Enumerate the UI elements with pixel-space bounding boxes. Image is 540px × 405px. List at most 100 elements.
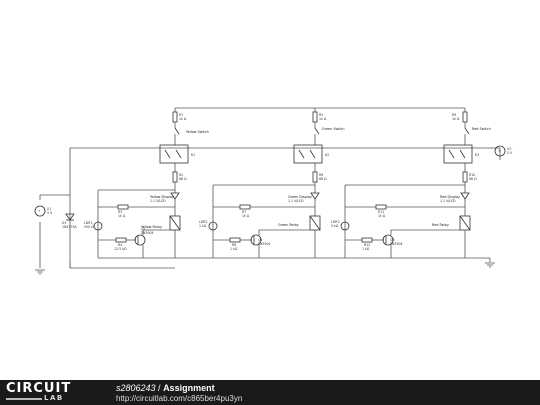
green-base-res-value: 1 kΩ xyxy=(230,247,238,251)
yellow-relay-ref: K1 xyxy=(191,153,195,157)
green-pot-resistor[interactable] xyxy=(239,204,251,210)
red-led-resistor[interactable] xyxy=(462,171,468,183)
green-relay-contact-2 xyxy=(309,149,316,159)
circuitlab-logo-lab: LAB xyxy=(44,394,64,402)
red-switch-res-value: 1k Ω xyxy=(452,117,460,121)
red-pot-value: 1k Ω xyxy=(378,214,386,218)
v1-plus-sign: + xyxy=(38,209,41,213)
yellow-transistor[interactable] xyxy=(134,234,146,246)
red-pot-resistor[interactable] xyxy=(375,204,387,210)
yellow-led-res-value: 68 Ω xyxy=(179,177,187,181)
stage-yellow: R1 1k Ω Yellow Switch K1 R2 68 Ω Yellow … xyxy=(84,108,209,259)
green-relay-coil-diag xyxy=(309,215,321,231)
zener-diode-symbol[interactable] xyxy=(65,213,75,221)
green-ldr-value: 1 kΩ xyxy=(199,224,207,228)
red-switch-resistor[interactable] xyxy=(462,111,468,123)
yellow-display-led[interactable] xyxy=(170,192,180,200)
yellow-led-resistor[interactable] xyxy=(172,171,178,183)
green-switch-symbol[interactable] xyxy=(314,127,320,135)
yellow-transistor-ref: Q1 xyxy=(141,227,146,231)
green-transistor-part: 2N3904 xyxy=(258,242,271,246)
yellow-display-value: 1.1 V/LED xyxy=(150,199,166,203)
v1-value: 5 V xyxy=(47,211,53,215)
yellow-switch-res-ref: R1 xyxy=(179,113,183,117)
yellow-transistor-part: 2N3904 xyxy=(141,231,154,235)
red-relay-k-box[interactable] xyxy=(443,144,473,164)
yellow-base-res-value: 12.5 kΩ xyxy=(114,247,127,251)
green-display-led[interactable] xyxy=(310,192,320,200)
yellow-relay-label: Yellow Relay xyxy=(141,225,162,229)
stage-red: R9 1k Ω Red Switch K3 R10 68 Ω Red Displ… xyxy=(331,108,491,258)
yellow-pot-value: 1k Ω xyxy=(118,214,126,218)
green-led-res-value: 68 Ω xyxy=(319,177,327,181)
yellow-switch-resistor[interactable] xyxy=(172,111,178,123)
red-led-res-value: 68 Ω xyxy=(469,177,477,181)
green-relay-k-box[interactable] xyxy=(293,144,323,164)
red-switch-symbol[interactable] xyxy=(464,127,470,135)
red-relay-coil-diag xyxy=(459,215,471,231)
green-base-resistor[interactable] xyxy=(229,237,241,243)
green-transistor-ref: Q2 xyxy=(258,238,263,242)
red-display-value: 1.1 V/LED xyxy=(440,199,456,203)
schematic-canvas[interactable]: + V1 5 V D1 1N4733A + V2 5 V R1 1k Ω Yel… xyxy=(0,0,540,380)
red-ldr-value: 5 kΩ xyxy=(331,224,339,228)
green-switch-res-value: 1k Ω xyxy=(319,117,327,121)
circuitlab-logo[interactable]: CIRCUIT xyxy=(6,381,72,396)
red-collector-wire xyxy=(390,229,465,235)
green-pot-value: 1k Ω xyxy=(242,214,250,218)
green-switch-res-ref: R5 xyxy=(319,113,323,117)
yellow-ldr-symbol[interactable] xyxy=(93,221,103,231)
red-relay-contact-1 xyxy=(448,149,455,159)
green-ldr-symbol[interactable] xyxy=(208,221,218,231)
red-switch-label: Red Switch xyxy=(472,127,491,131)
red-base-res-ref: R12 xyxy=(364,243,370,247)
red-transistor[interactable] xyxy=(382,234,394,246)
red-relay-contact-2 xyxy=(459,149,466,159)
red-relay-ref: K3 xyxy=(475,153,479,157)
v2-ref: V2 xyxy=(507,147,511,151)
yellow-relay-contact-1 xyxy=(164,149,171,159)
red-display-led[interactable] xyxy=(460,192,470,200)
red-display-label: Red Display xyxy=(440,195,460,199)
yellow-base-resistor[interactable] xyxy=(115,237,127,243)
circuit-url-link[interactable]: http://circuitlab.com/c865ber4pu3yn xyxy=(116,394,243,403)
v2-plus-sign: + xyxy=(498,149,501,153)
yellow-ldr-value: 200 Ω xyxy=(84,225,94,229)
green-led-res-ref: R6 xyxy=(319,173,323,177)
red-switch-res-ref: R9 xyxy=(452,113,456,117)
yellow-collector-wire xyxy=(142,229,175,235)
yellow-switch-symbol[interactable] xyxy=(174,127,180,135)
yellow-relay-coil-diag xyxy=(169,215,181,231)
d1-part: 1N4733A xyxy=(62,225,78,229)
green-transistor[interactable] xyxy=(250,234,262,246)
circuit-title: s2806243 / Assignment xyxy=(116,383,215,393)
yellow-led-res-ref: R2 xyxy=(179,173,183,177)
schematic-diagram: + V1 5 V D1 1N4733A + V2 5 V R1 1k Ω Yel… xyxy=(34,107,513,275)
v1-source-symbol[interactable] xyxy=(34,205,46,217)
green-led-resistor[interactable] xyxy=(312,171,318,183)
red-ldr-symbol[interactable] xyxy=(340,221,350,231)
d1-ref: D1 xyxy=(62,221,66,225)
red-transistor-ref: Q3 xyxy=(390,238,395,242)
green-pot-ref: R7 xyxy=(242,210,246,214)
red-base-resistor[interactable] xyxy=(361,237,373,243)
green-switch-resistor[interactable] xyxy=(312,111,318,123)
green-base-res-ref: R8 xyxy=(232,243,236,247)
title-separator: / xyxy=(155,383,164,393)
yellow-ldr-ref: LDR1 xyxy=(84,221,92,225)
green-display-value: 1.1 V/LED xyxy=(288,199,304,203)
green-ldr-ref: LDR2 xyxy=(199,220,207,224)
v2-source-symbol[interactable] xyxy=(494,145,506,157)
red-pot-ref: R11 xyxy=(378,210,384,214)
yellow-relay-k-box[interactable] xyxy=(159,144,189,164)
yellow-relay-contact-2 xyxy=(175,149,182,159)
circuit-owner-link[interactable]: s2806243 xyxy=(116,383,156,393)
yellow-bottom-wire xyxy=(97,240,175,259)
stage-green: R5 1k Ω Green Switch K2 R6 68 Ω Green Di… xyxy=(199,108,345,258)
green-relay-contact-1 xyxy=(298,149,305,159)
v1-ref: V1 xyxy=(47,207,51,211)
green-relay-ref: K2 xyxy=(325,153,329,157)
yellow-pot-resistor[interactable] xyxy=(117,204,129,210)
yellow-pot-ref: R3 xyxy=(118,210,122,214)
red-base-res-value: 1 kΩ xyxy=(362,247,370,251)
